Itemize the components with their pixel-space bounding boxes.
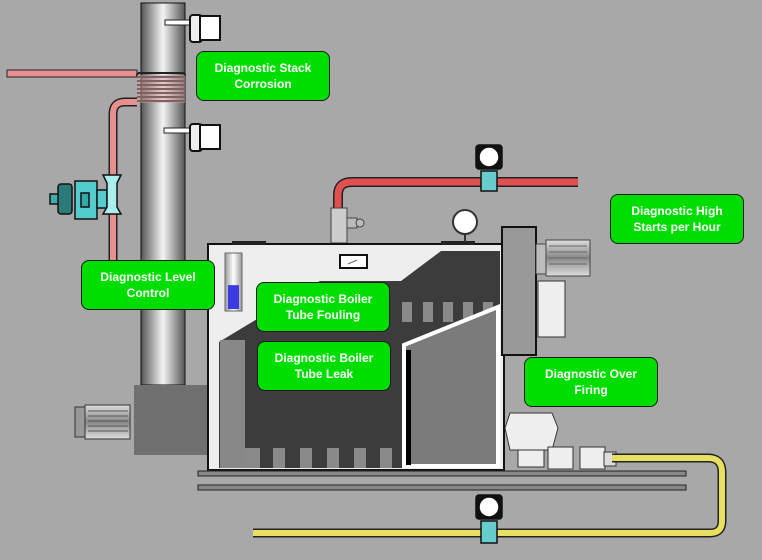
burner-housing	[537, 280, 566, 338]
stack-analyzer-top-icon	[164, 14, 221, 43]
diagnostic-high-starts-button[interactable]: Diagnostic High Starts per Hour	[610, 194, 744, 244]
steam-valve-icon	[330, 207, 365, 244]
feedwater-pipe	[6, 69, 138, 262]
diagnostic-stack-corrosion-button[interactable]: Diagnostic Stack Corrosion	[196, 51, 330, 101]
diagnostic-level-control-button[interactable]: Diagnostic Level Control	[81, 260, 215, 310]
pressure-gauge-icon	[452, 209, 478, 242]
burner-column	[501, 226, 537, 356]
skid-rail-bottom	[197, 484, 687, 491]
fuel-pipe	[253, 453, 727, 538]
blower-motor-icon	[535, 239, 591, 277]
fuel-train-icon	[504, 412, 617, 470]
sight-glass-icon	[224, 252, 243, 312]
stack-coil	[136, 72, 186, 103]
stack	[140, 2, 186, 386]
diagnostic-boiler-tube-leak-button[interactable]: Diagnostic Boiler Tube Leak	[257, 341, 391, 391]
feedwater-pump-icon	[49, 174, 123, 220]
stack-analyzer-bottom-icon	[163, 123, 221, 152]
stack-base	[134, 385, 210, 455]
draft-gauge-icon	[339, 254, 368, 269]
steam-flow-transmitter-icon	[475, 144, 503, 192]
diagnostic-boiler-tube-fouling-button[interactable]: Diagnostic Boiler Tube Fouling	[256, 282, 390, 332]
fuel-flow-transmitter-icon	[475, 494, 503, 544]
forced-draft-motor-icon	[74, 404, 131, 440]
skid-rail-top	[197, 470, 687, 477]
diagnostic-over-firing-button[interactable]: Diagnostic Over Firing	[524, 357, 658, 407]
steam-pipe	[333, 177, 578, 215]
